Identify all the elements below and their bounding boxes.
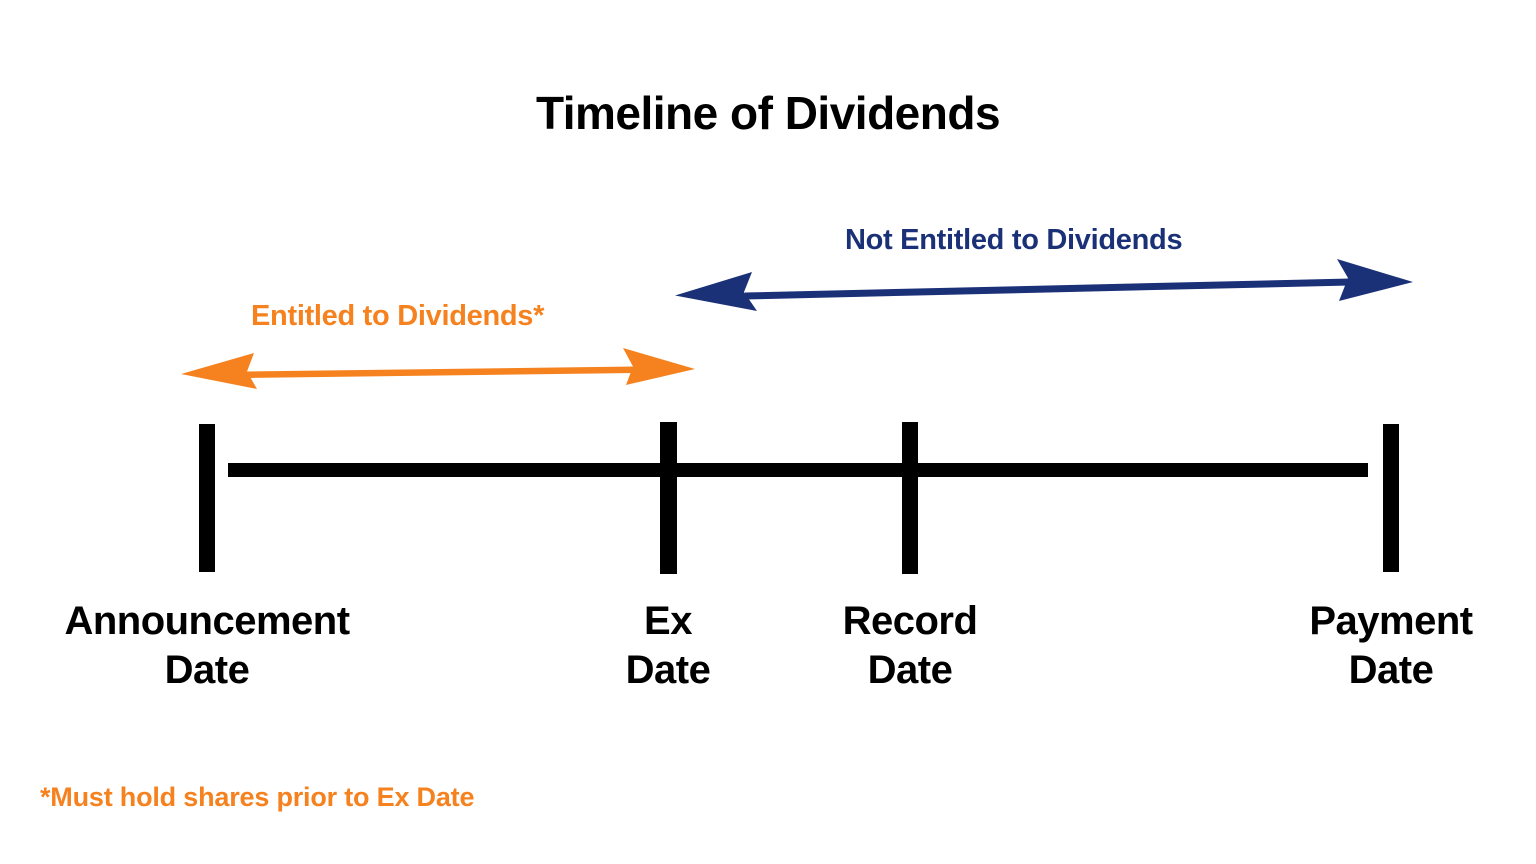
tick-mark-announcement xyxy=(199,424,215,572)
range-label-not-entitled: Not Entitled to Dividends xyxy=(845,224,1183,256)
arrow-entitled-shaft xyxy=(247,366,635,378)
milestone-label-ex-line1: Ex xyxy=(644,599,692,643)
arrow-entitled-head-right xyxy=(623,348,695,385)
milestone-label-announcement: Announcement Date xyxy=(64,597,350,695)
footnote-text: *Must hold shares prior to Ex Date xyxy=(40,782,475,812)
arrow-entitled xyxy=(181,348,695,389)
milestone-label-announcement-line1: Announcement xyxy=(64,599,350,643)
arrow-not-entitled-head-left xyxy=(675,272,757,311)
milestone-label-record-line1: Record xyxy=(842,599,978,643)
milestone-label-ex-line2: Date xyxy=(625,647,711,692)
arrow-not-entitled-head-right xyxy=(1337,259,1413,301)
arrow-entitled-head-left xyxy=(181,353,257,389)
arrow-not-entitled-shaft xyxy=(745,278,1350,300)
page-title: Timeline of Dividends xyxy=(535,87,1001,139)
tick-mark-ex xyxy=(660,422,677,574)
tick-mark-payment xyxy=(1383,424,1399,572)
milestone-label-record: Record Date xyxy=(843,597,978,695)
milestone-label-record-line2: Date xyxy=(867,647,953,692)
milestone-label-payment-line1: Payment xyxy=(1309,599,1473,643)
arrow-not-entitled xyxy=(675,259,1413,311)
milestone-label-ex: Ex Date xyxy=(626,597,711,695)
milestone-label-payment-line2: Date xyxy=(1348,647,1434,692)
tick-mark-record xyxy=(902,422,918,574)
milestone-label-payment: Payment Date xyxy=(1309,597,1473,695)
milestone-label-announcement-line2: Date xyxy=(164,647,250,692)
range-label-entitled: Entitled to Dividends* xyxy=(251,300,545,332)
timeline-axis xyxy=(228,463,1368,477)
